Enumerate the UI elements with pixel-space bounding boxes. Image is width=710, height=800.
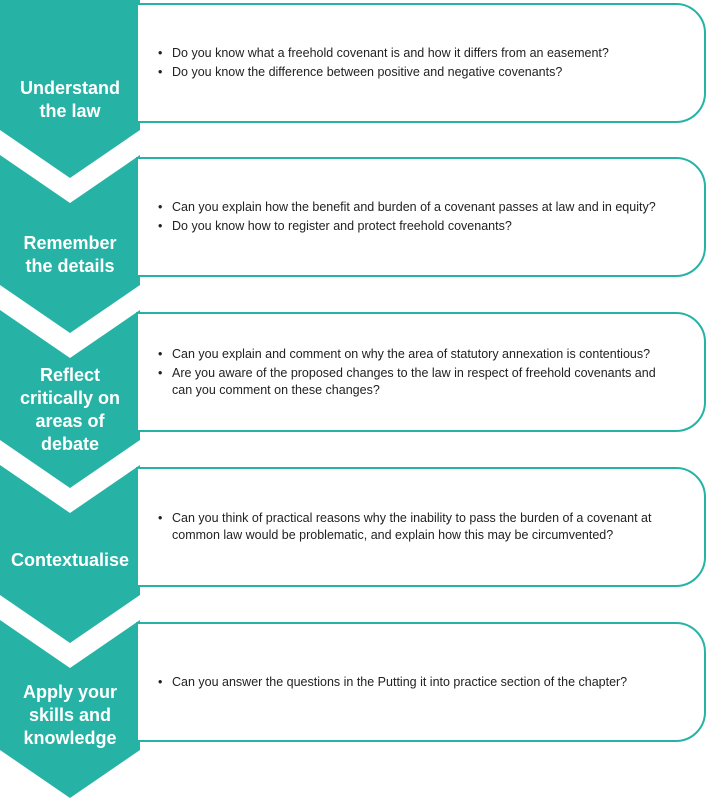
question-item: Do you know what a freehold covenant is … [158,45,664,62]
step-label-5: Apply your skills and knowledge [22,681,117,748]
question-list: Can you explain and comment on why the a… [158,344,664,401]
step-questions-box-2: Can you explain how the benefit and burd… [136,157,706,277]
step-questions-box-3: Can you explain and comment on why the a… [136,312,706,432]
step-arrow-2 [0,155,140,333]
step-questions-box-5: Can you answer the questions in the Putt… [136,622,706,742]
step-questions-box-1: Do you know what a freehold covenant is … [136,3,706,123]
step-label-3: Reflect critically on areas of debate [19,365,121,454]
step-arrow-5 [0,620,140,798]
question-item: Can you answer the questions in the Putt… [158,674,664,691]
step-questions-box-4: Can you think of practical reasons why t… [136,467,706,587]
question-list: Can you think of practical reasons why t… [158,508,664,546]
question-item: Can you explain how the benefit and burd… [158,199,664,216]
question-list: Can you explain how the benefit and burd… [158,197,664,237]
question-item: Do you know how to register and protect … [158,218,664,235]
step-label-2: Remember the details [23,233,117,276]
question-list: Do you know what a freehold covenant is … [158,43,664,83]
question-item: Can you explain and comment on why the a… [158,346,664,363]
question-item: Do you know the difference between posit… [158,64,664,81]
step-label-4: Contextualise [10,549,130,570]
step-arrow-3 [0,310,140,488]
step-arrow-1 [0,0,140,178]
question-list: Can you answer the questions in the Putt… [158,672,664,693]
step-arrow-4 [0,465,140,643]
step-label-1: Understand the law [19,78,120,121]
question-item: Are you aware of the proposed changes to… [158,365,664,399]
question-item: Can you think of practical reasons why t… [158,510,664,544]
